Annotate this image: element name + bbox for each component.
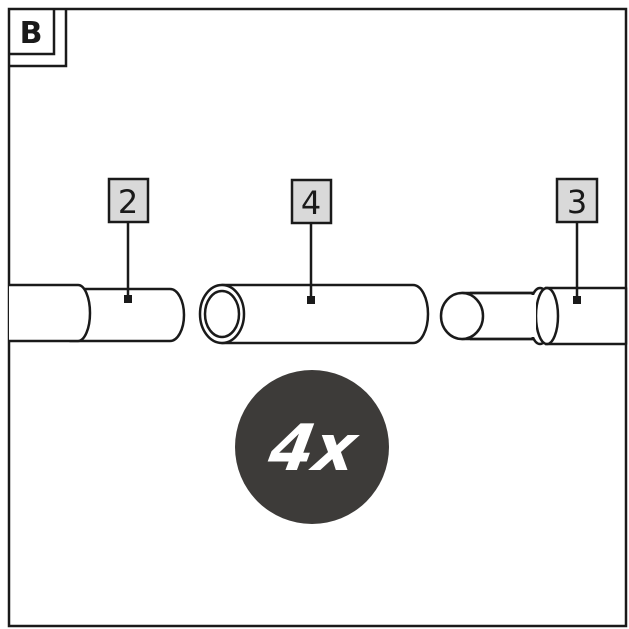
right-outer-tube	[545, 286, 628, 346]
right-inner-tube-cover	[500, 295, 536, 337]
callout-3-number: 3	[567, 183, 587, 221]
left-outer-tube	[9, 283, 92, 343]
callout-3-anchor	[573, 296, 581, 304]
right-tube-assembly	[439, 286, 628, 346]
panel-label-box-inner	[9, 9, 56, 56]
quantity-badge-text: 4x	[262, 411, 364, 485]
middle-tube	[198, 283, 430, 345]
callout-2: 2	[107, 177, 150, 303]
callout-4: 4	[290, 178, 333, 304]
right-inner-tube-end	[439, 291, 485, 341]
middle-tube-end-inner	[203, 289, 241, 339]
callout-3-box	[555, 177, 599, 224]
callout-2-anchor	[124, 295, 132, 303]
panel-label-box	[9, 9, 68, 68]
callout-3: 3	[555, 177, 599, 304]
callout-2-box	[107, 177, 150, 224]
quantity-badge: 4x	[235, 370, 389, 524]
left-inner-tube	[68, 287, 186, 343]
right-inner-tube-edges	[470, 291, 534, 341]
middle-tube-body	[220, 283, 430, 345]
callout-2-number: 2	[118, 183, 138, 221]
quantity-badge-circle	[235, 370, 389, 524]
panel-label: B	[9, 9, 68, 68]
left-tube-assembly	[9, 283, 186, 343]
right-outer-tube-rim-front	[534, 286, 560, 346]
callout-4-anchor	[307, 296, 315, 304]
callout-4-number: 4	[301, 184, 321, 222]
panel-label-text: B	[20, 16, 43, 51]
callout-4-box	[290, 178, 333, 225]
